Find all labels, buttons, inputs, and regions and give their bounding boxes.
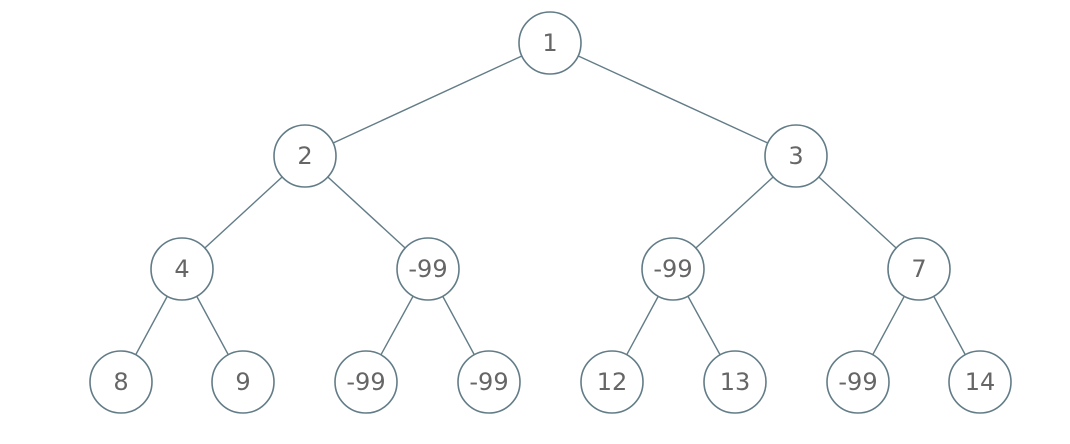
node-circle	[826, 350, 890, 414]
tree-node: -99	[334, 350, 398, 414]
tree-node: -99	[457, 350, 521, 414]
node-circle	[948, 350, 1012, 414]
node-circle	[89, 350, 153, 414]
node-circle	[580, 350, 644, 414]
tree-node: -99	[826, 350, 890, 414]
node-label: -99	[653, 255, 692, 283]
node-circle	[150, 237, 214, 301]
node-circle	[641, 237, 705, 301]
tree-node: 9	[211, 350, 275, 414]
edge-1-2	[304, 42, 551, 157]
node-label: -99	[469, 368, 508, 396]
node-label: 12	[597, 368, 628, 396]
node-circle	[457, 350, 521, 414]
node-label: 14	[965, 368, 996, 396]
tree-node: 4	[150, 237, 214, 301]
node-label: 9	[235, 368, 250, 396]
node-circle	[334, 350, 398, 414]
nodes-layer: 1 2 3 4 -99 -99 7 8	[89, 11, 1012, 414]
node-circle	[273, 124, 337, 188]
tree-node: 8	[89, 350, 153, 414]
node-label: -99	[346, 368, 385, 396]
node-circle	[211, 350, 275, 414]
node-label: 2	[297, 142, 312, 170]
node-label: -99	[838, 368, 877, 396]
tree-node: 2	[273, 124, 337, 188]
node-label: 3	[788, 142, 803, 170]
node-label: 13	[720, 368, 751, 396]
tree-node: 3	[764, 124, 828, 188]
node-circle	[518, 11, 582, 75]
node-label: 8	[113, 368, 128, 396]
tree-node: 13	[703, 350, 767, 414]
node-circle	[703, 350, 767, 414]
node-label: -99	[408, 255, 447, 283]
node-label: 7	[911, 255, 926, 283]
node-label: 4	[174, 255, 189, 283]
edge-1-3	[549, 42, 797, 157]
tree-node: 14	[948, 350, 1012, 414]
node-circle	[887, 237, 951, 301]
node-label: 1	[542, 29, 557, 57]
tree-node: -99	[396, 237, 460, 301]
tree-node: 7	[887, 237, 951, 301]
node-circle	[764, 124, 828, 188]
edges-layer	[120, 42, 981, 383]
tree-node: 12	[580, 350, 644, 414]
node-circle	[396, 237, 460, 301]
tree-node: -99	[641, 237, 705, 301]
tree-node: 1	[518, 11, 582, 75]
